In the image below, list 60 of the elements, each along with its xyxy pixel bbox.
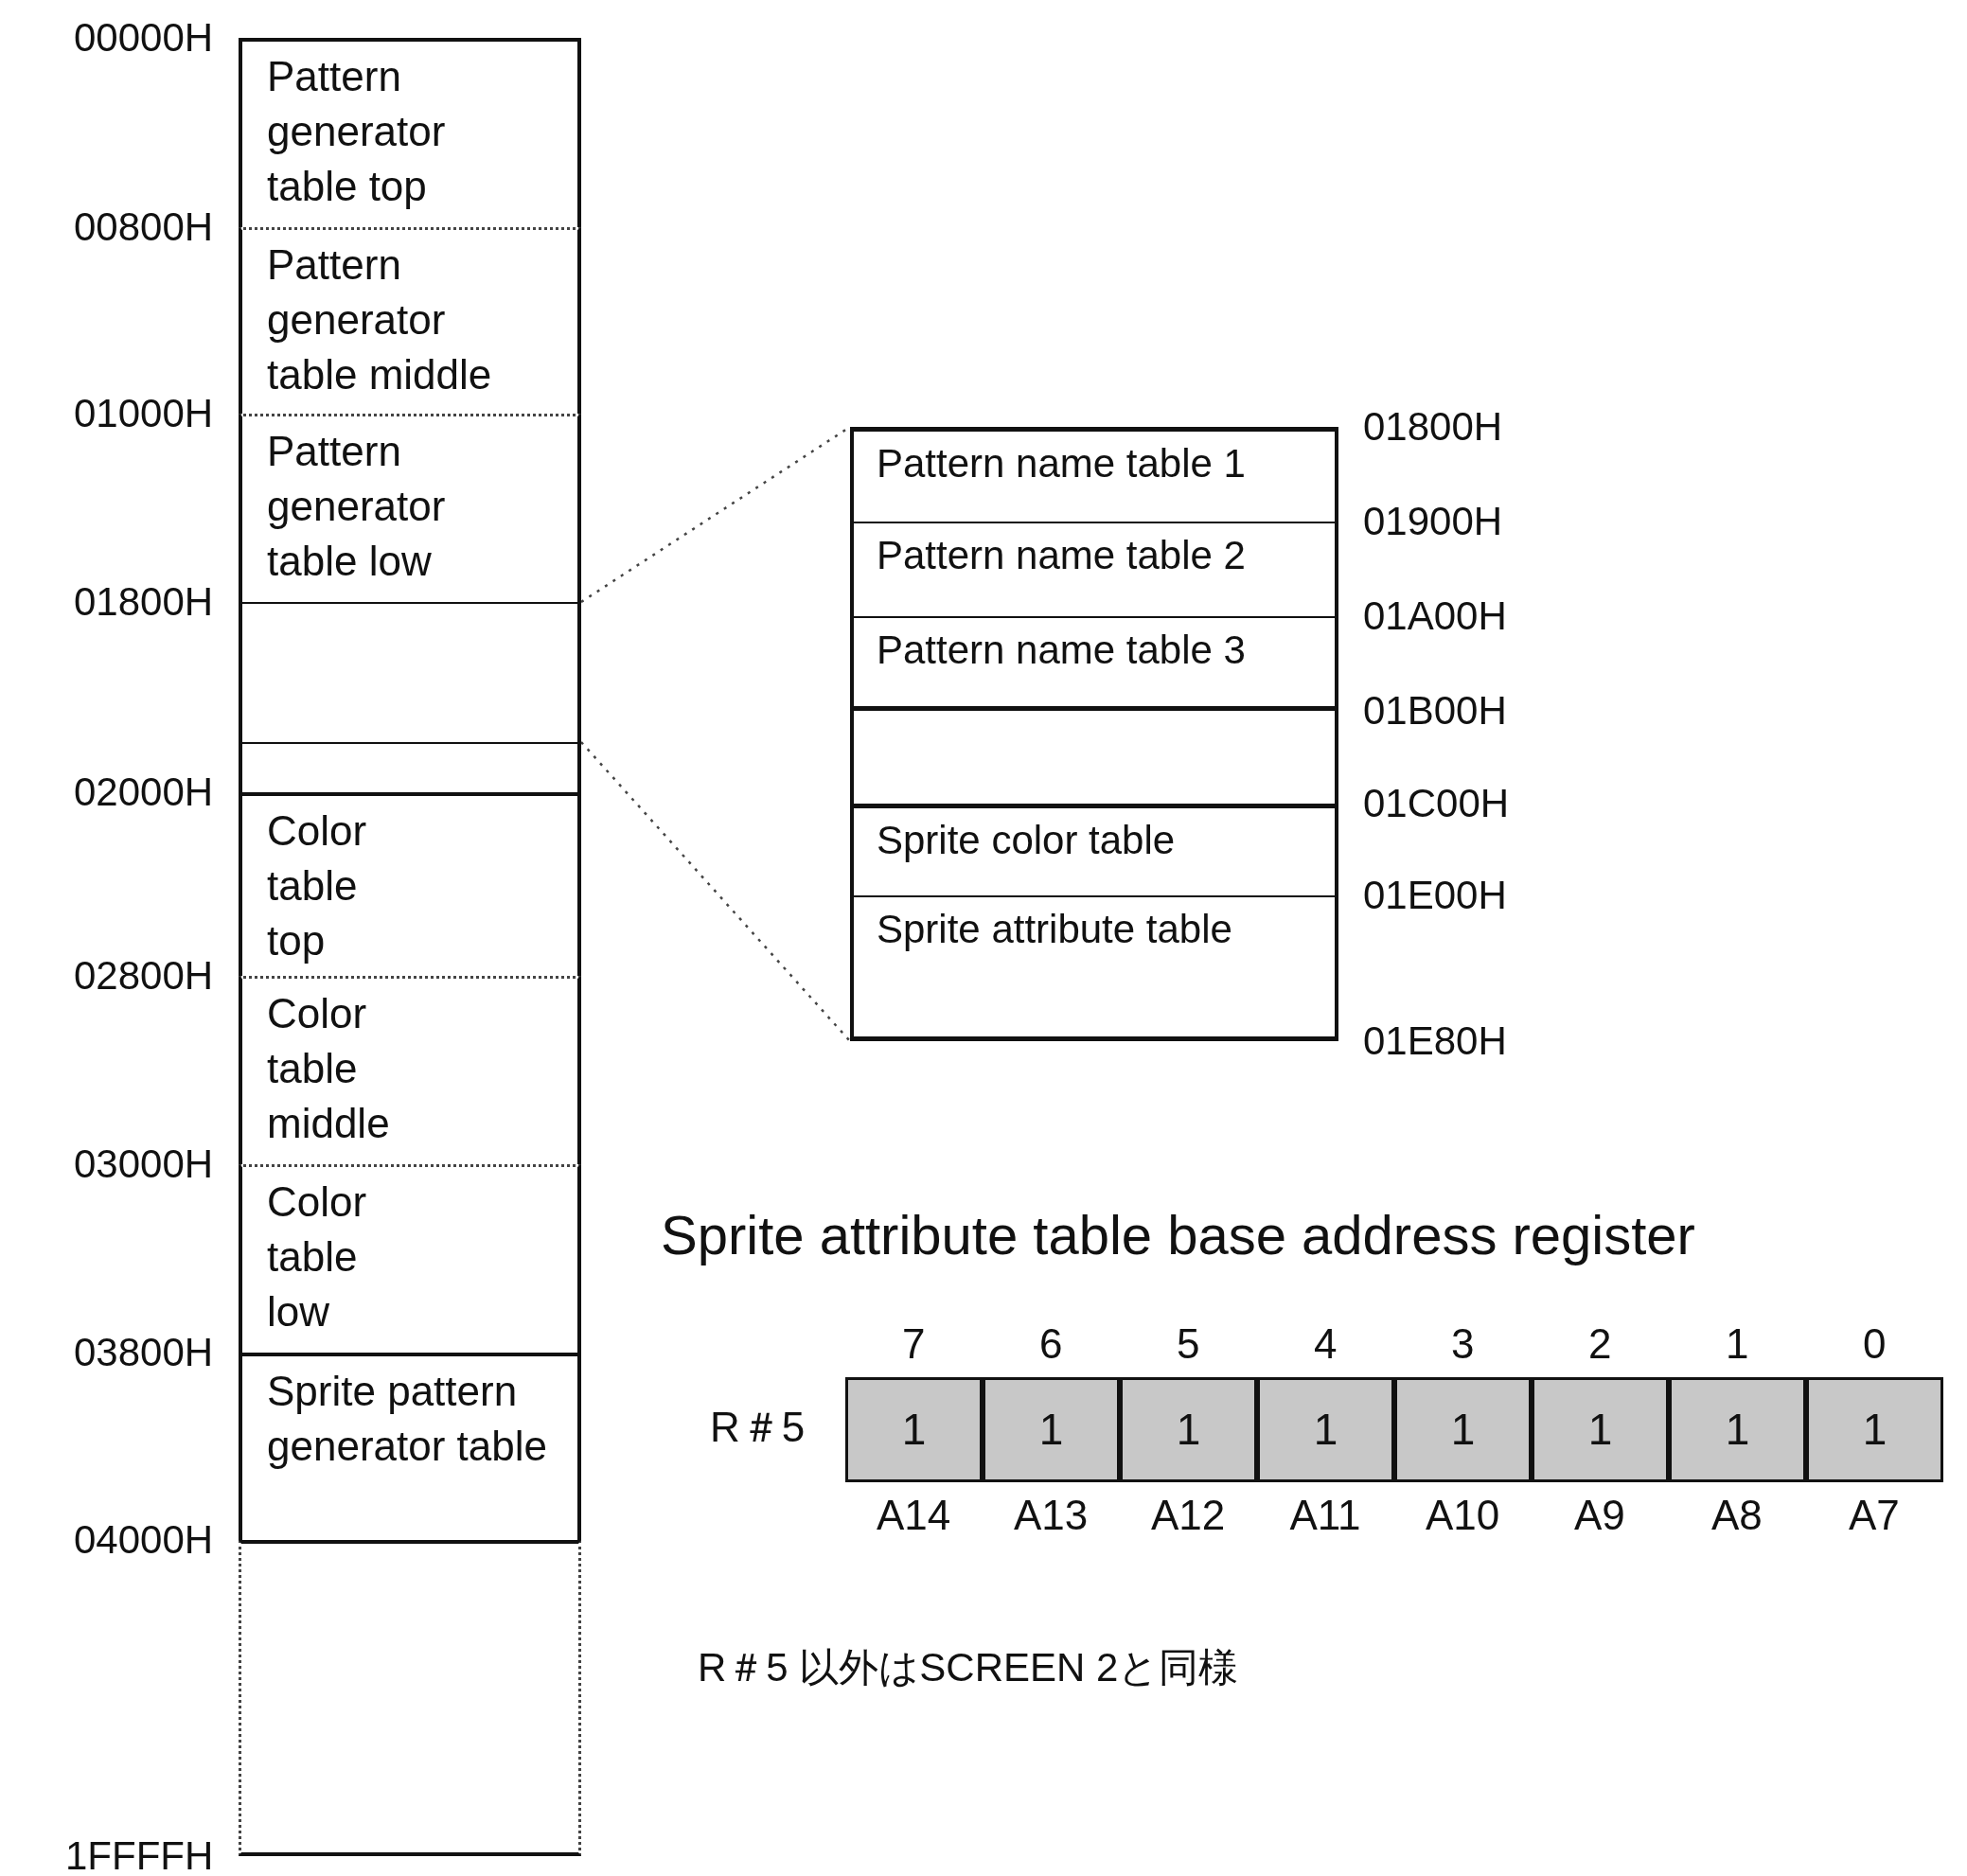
memory-segment: Color table low <box>239 1164 581 1353</box>
address-label: 02000H <box>74 772 214 812</box>
register-name: R＃5 <box>710 1407 806 1448</box>
bit-number: 5 <box>1177 1323 1200 1365</box>
bit-number: 4 <box>1314 1323 1338 1365</box>
address-label: 1FFFFH <box>65 1836 214 1876</box>
address-label: 00800H <box>74 207 214 247</box>
memory-segment: Sprite color table <box>850 804 1338 895</box>
address-bit-label: A12 <box>1151 1495 1226 1536</box>
bit-number: 6 <box>1039 1323 1063 1365</box>
zoom-line <box>580 741 851 1042</box>
memory-segment: Pattern generator table low <box>239 414 581 602</box>
detail-frame <box>850 427 1338 1041</box>
memory-segment: Color table middle <box>239 976 581 1164</box>
address-bit-label: A7 <box>1849 1495 1900 1536</box>
address-bit-label: A8 <box>1711 1495 1763 1536</box>
address-label: 01900H <box>1363 502 1503 541</box>
memory-segment: Sprite pattern generator table <box>239 1353 581 1540</box>
address-bit-label: A10 <box>1426 1495 1500 1536</box>
memory-segment: Pattern name table 2 <box>850 522 1338 616</box>
address-label: 03000H <box>74 1144 214 1184</box>
address-label: 01800H <box>74 582 214 622</box>
address-label: 00000H <box>74 18 214 58</box>
register-cell: 1 <box>1394 1377 1532 1482</box>
register-cell: 1 <box>1806 1377 1943 1482</box>
register-cell: 1 <box>1257 1377 1394 1482</box>
note: R＃5 以外はSCREEN 2と同様 <box>698 1648 1239 1688</box>
address-label: 02800H <box>74 956 214 996</box>
bit-number: 1 <box>1726 1323 1749 1365</box>
register-cell: 1 <box>983 1377 1120 1482</box>
register-cell: 1 <box>1669 1377 1806 1482</box>
bit-number: 2 <box>1588 1323 1612 1365</box>
address-label: 01E00H <box>1363 876 1507 915</box>
address-label: 01B00H <box>1363 691 1507 731</box>
memory-segment: Sprite attribute table <box>850 895 1338 1041</box>
memory-segment: Pattern name table 3 <box>850 616 1338 711</box>
bit-number: 3 <box>1451 1323 1475 1365</box>
memory-segment <box>239 602 581 742</box>
address-label: 01C00H <box>1363 784 1510 823</box>
address-label: 01800H <box>1363 407 1503 447</box>
memory-segment: Color table top <box>239 792 581 976</box>
address-bit-label: A9 <box>1574 1495 1625 1536</box>
memory-segment: Pattern generator table middle <box>239 227 581 414</box>
register-cell: 1 <box>1532 1377 1669 1482</box>
address-bit-label: A13 <box>1014 1495 1089 1536</box>
bit-number: 7 <box>902 1323 926 1365</box>
bit-number: 0 <box>1863 1323 1887 1365</box>
address-label: 03800H <box>74 1333 214 1372</box>
address-label: 04000H <box>74 1520 214 1560</box>
address-label: 01A00H <box>1363 596 1507 636</box>
register-cell: 1 <box>845 1377 983 1482</box>
memory-segment <box>239 742 581 792</box>
memory-segment: Pattern name table 1 <box>850 427 1338 522</box>
address-bit-label: A11 <box>1289 1495 1361 1536</box>
address-label: 01000H <box>74 394 214 434</box>
address-label: 01E80H <box>1363 1021 1507 1061</box>
memory-segment: Pattern generator table top <box>239 38 581 227</box>
register-cell: 1 <box>1120 1377 1257 1482</box>
memory-segment <box>239 1540 581 1856</box>
address-bit-label: A14 <box>877 1495 951 1536</box>
